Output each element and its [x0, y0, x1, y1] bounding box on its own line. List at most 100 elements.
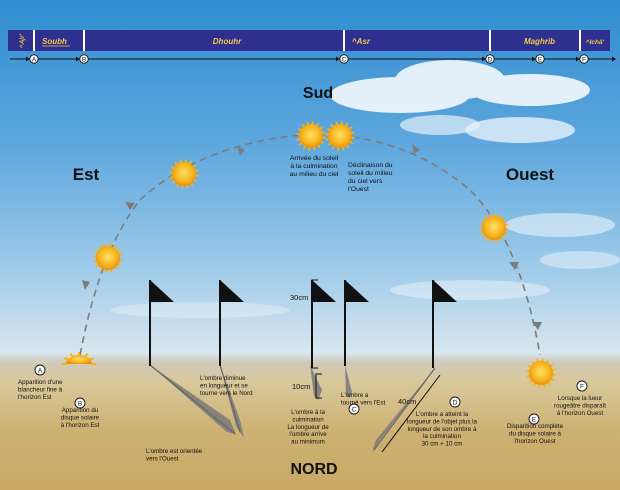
marker-letter: E	[538, 57, 543, 64]
scene-marker-letter: E	[532, 416, 537, 423]
annotation-line: longueur de l'objet plus la	[407, 418, 478, 425]
prayer-segment-label: Dhouhr	[213, 37, 242, 46]
sun-icon	[295, 120, 327, 152]
annotation-line: l'ombre arrive	[289, 431, 327, 438]
annotation-line: 30 cm + 10 cm	[422, 441, 463, 448]
annotation-line: Arrivée du soleil	[290, 155, 339, 162]
measure-10cm	[315, 373, 322, 399]
marker-b: B	[76, 54, 89, 64]
marker-a: A	[26, 54, 39, 64]
annotation-line: l'Ouest	[348, 186, 369, 193]
annotation-line: vers l'Ouest	[146, 455, 179, 462]
arrow-head	[576, 56, 580, 62]
prayer-segment-4: Maghrib	[489, 30, 555, 51]
measure-30cm-label: 30cm	[290, 293, 308, 302]
sun-icon	[168, 158, 200, 190]
prayer-segment-3: ^Asr	[343, 30, 371, 51]
annotation-line: Lorsque la lueur	[558, 395, 602, 402]
prayer-segment-1: Soubh	[33, 30, 70, 51]
arrow-head	[26, 56, 30, 62]
sun-icon	[92, 242, 124, 274]
annotation-line: la culmination	[423, 433, 461, 440]
measure-40cm-label: 40cm	[398, 397, 416, 406]
flag-icon	[344, 280, 369, 366]
annotation-line: Apparition d'une	[18, 379, 63, 386]
prayer-segment-label: Maghrib	[524, 37, 555, 46]
arrow-head	[532, 56, 536, 62]
marker-letter: B	[82, 57, 86, 64]
prayer-markers: A B C D E F	[10, 54, 616, 64]
annotation-line: disque solaire	[61, 414, 100, 421]
scene-marker-e: E	[528, 413, 540, 425]
annotation-line: tourne vers le Nord	[200, 390, 253, 397]
scene-marker-letter: D	[453, 399, 458, 406]
annotation-line: culmination	[292, 416, 324, 423]
scene-letters: A B C D E F	[34, 364, 588, 425]
annotation-line: au minimum	[291, 439, 325, 446]
flag-icon	[432, 280, 457, 368]
clouds	[110, 60, 620, 318]
flag-icon	[149, 280, 174, 366]
marker-letter: F	[582, 57, 586, 64]
scene-marker-letter: A	[38, 367, 43, 374]
prayer-segment-label: ^Ajr'	[18, 33, 26, 48]
label-sud: Sud	[303, 85, 333, 102]
annotation-line: tourné vers l'Est	[341, 399, 385, 406]
measure-30cm	[311, 279, 318, 369]
suns	[62, 120, 557, 389]
arrow-head	[336, 56, 340, 62]
annotation-line: à la culmination	[290, 163, 337, 170]
scene-marker-letter: C	[352, 406, 357, 413]
annotation-line: à l'horizon Est	[61, 422, 100, 429]
arc-arrows	[82, 144, 542, 330]
marker-f: F	[576, 54, 589, 64]
annotation-line: Déclinaison du	[348, 162, 393, 169]
scene-marker-c: C	[348, 403, 360, 415]
annotation-line: L'ombre à la	[291, 409, 325, 416]
annotation-line: blancheur fine à	[18, 386, 63, 393]
sun-path-arc	[79, 133, 541, 356]
prayer-segment-label: Soubh	[42, 37, 67, 46]
annotation-line: l'horizon Ouest	[514, 438, 555, 445]
marker-d: D	[482, 54, 495, 64]
annotation-line: L'ombre est orientée	[146, 448, 203, 455]
scene-marker-b: B	[74, 397, 86, 409]
marker-letter: D	[488, 57, 493, 64]
marker-e: E	[532, 54, 545, 64]
measure-10cm-label: 10cm	[292, 382, 310, 391]
scene-marker-letter: F	[580, 383, 584, 390]
prayer-timeline-bar	[8, 30, 610, 51]
annotation-line: à l'horizon Ouest	[557, 410, 604, 417]
flag-icon	[311, 280, 336, 368]
shadow-lines	[149, 364, 436, 451]
annotation-line: L'ombre a atteint la	[416, 411, 469, 418]
label-nord: NORD	[290, 461, 337, 478]
marker-letter: C	[342, 57, 347, 64]
prayer-segment-0: ^Ajr'	[18, 33, 26, 48]
arrow-head	[482, 56, 486, 62]
scene-marker-f: F	[576, 380, 588, 392]
annotation-line: en longueur et se	[200, 382, 248, 389]
prayer-segment-label: ^Ichâ'	[586, 38, 605, 46]
measure-40cm-line	[381, 374, 441, 453]
prayer-segments: ^Ajr' Soubh Dhouhr ^Asr Maghrib ^Ichâ'	[18, 30, 605, 51]
annotation-line: soleil du milieu	[348, 170, 393, 177]
rising-sun-icon	[62, 352, 96, 365]
annotation-line: du disque solaire à	[509, 430, 562, 437]
label-est: Est	[73, 165, 100, 184]
scene-marker-d: D	[449, 396, 461, 408]
prayer-segment-5: ^Ichâ'	[579, 30, 605, 51]
